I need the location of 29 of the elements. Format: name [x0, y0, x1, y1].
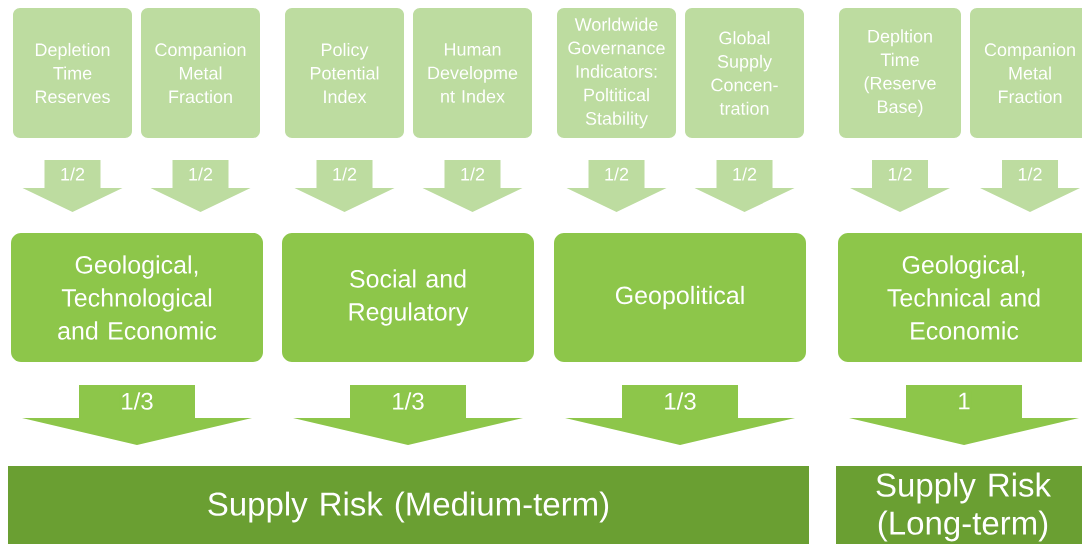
edge-label: 1/3 [390, 391, 426, 411]
edge-label: 1/2 [459, 166, 486, 182]
result-box: Supply Risk (Long-term) [836, 466, 1082, 544]
category-box: Social and Regulatory [282, 233, 534, 362]
indicator-box: Companion Metal Fraction [141, 8, 260, 138]
edge-label: 1/2 [603, 166, 630, 182]
block-arrow [293, 385, 523, 445]
indicator-box: Companion Metal Fraction [970, 8, 1082, 138]
edge-label: 1/2 [886, 166, 914, 182]
edge-label: 1/2 [187, 166, 214, 182]
edge-label: 1/3 [662, 391, 698, 411]
indicator-box: Policy Potential Index [285, 8, 404, 138]
edge-label: 1/2 [331, 166, 358, 182]
block-arrow [22, 385, 252, 445]
indicator-box: Depletion Time Reserves [13, 8, 132, 138]
result-box: Supply Risk (Medium-term) [8, 466, 809, 544]
edge-label: 1/2 [731, 166, 758, 182]
edge-label: 1/2 [59, 166, 86, 182]
category-box: Geological, Technological and Economic [11, 233, 263, 362]
category-box: Geopolitical [554, 233, 806, 362]
indicator-box: Depltion Time (Reserve Base) [839, 8, 961, 138]
edge-label: 1/3 [119, 391, 155, 411]
indicator-box: Worldwide Governance Indicators: Poltitical Stability [557, 8, 676, 138]
edge-label: 1/2 [1016, 166, 1044, 182]
indicator-box: Human Developme nt Index [413, 8, 532, 138]
block-arrow [565, 385, 795, 445]
block-arrow [849, 385, 1079, 445]
indicator-box: Global Supply Concen-tration [685, 8, 804, 138]
category-box: Geological, Technical and Economic [838, 233, 1082, 362]
